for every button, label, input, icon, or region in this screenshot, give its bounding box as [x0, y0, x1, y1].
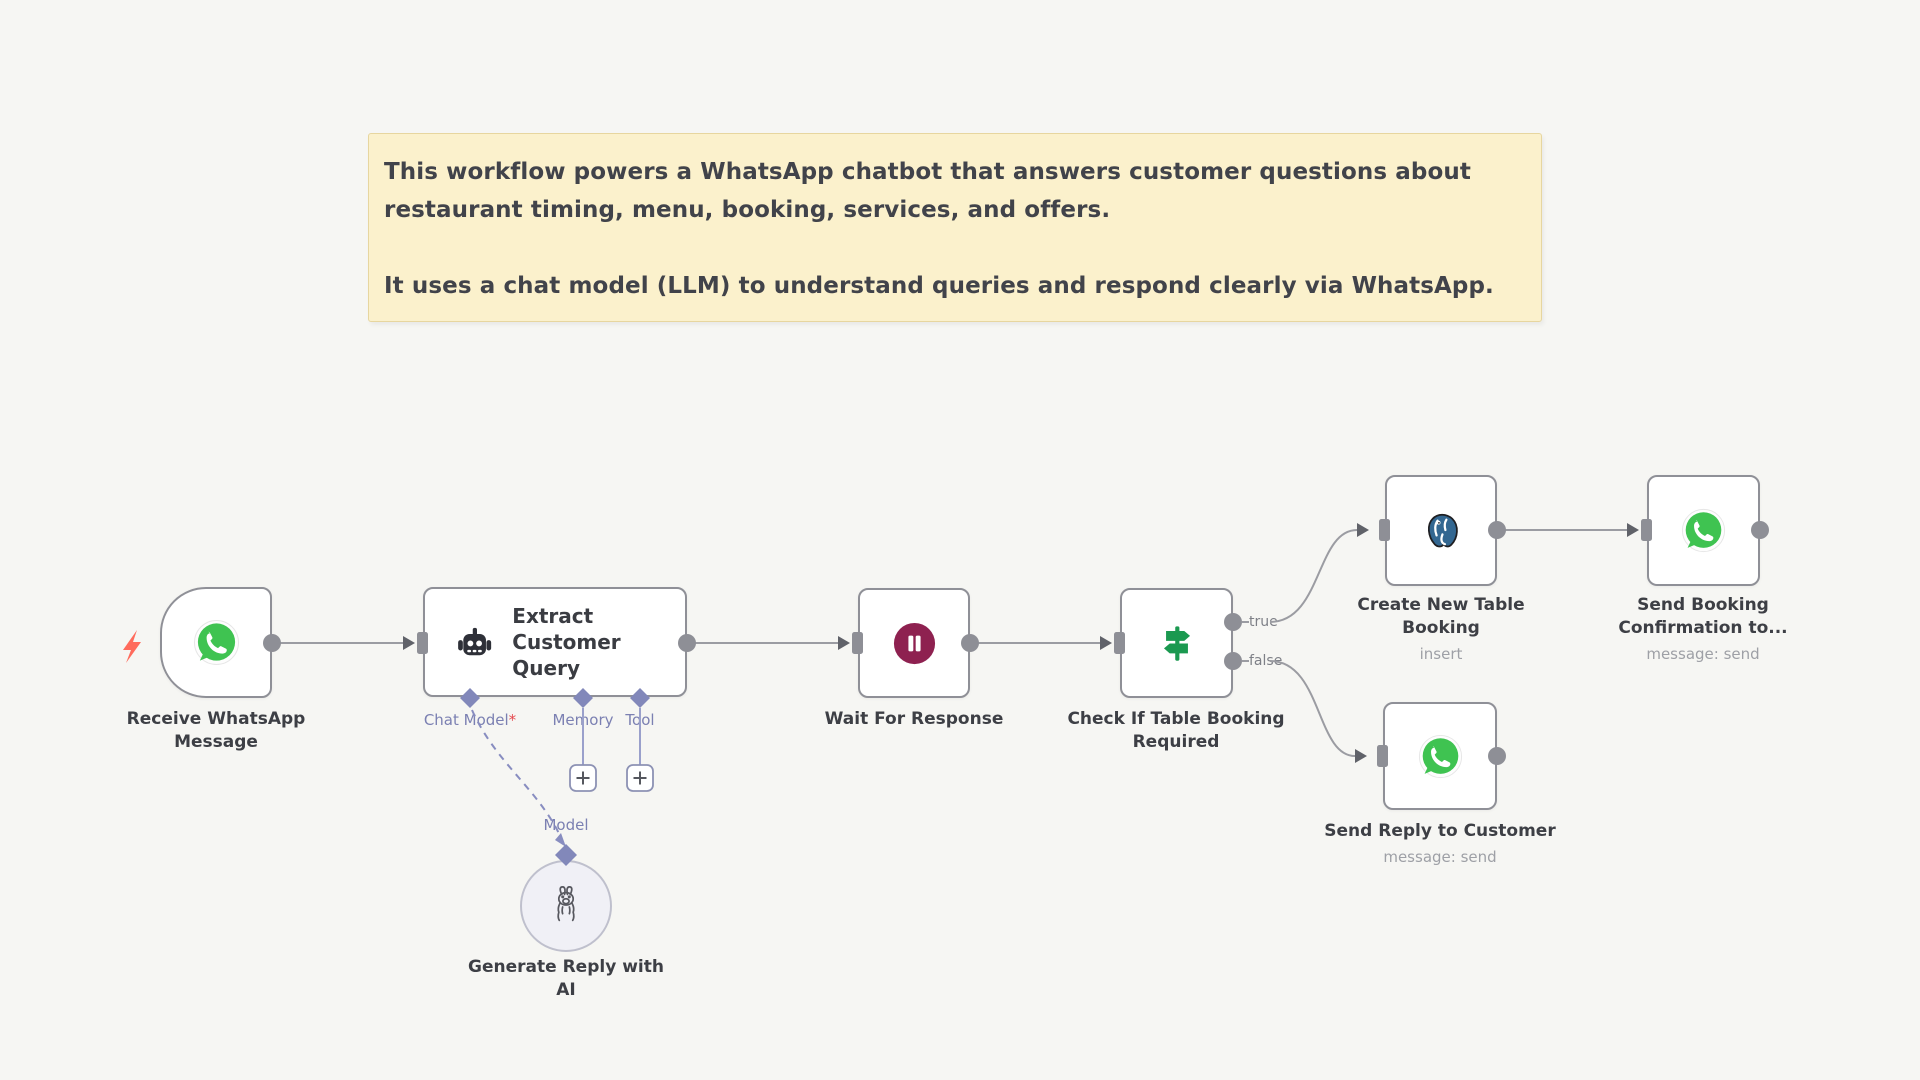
robot-icon	[458, 627, 492, 656]
operation-badge-insert: insert	[1419, 645, 1463, 663]
port-memory[interactable]	[573, 688, 593, 708]
required-asterisk: *	[508, 711, 517, 729]
output-port-sendreply[interactable]	[1488, 747, 1506, 765]
add-tool-button[interactable]	[626, 764, 654, 792]
output-port-wait[interactable]	[961, 634, 979, 652]
model-wire-arrowhead	[555, 833, 566, 847]
output-port-receive[interactable]	[263, 634, 281, 652]
output-port-extract[interactable]	[678, 634, 696, 652]
port-label-tool: Tool	[625, 711, 655, 729]
whatsapp-icon	[1418, 734, 1462, 778]
sticky-note-paragraph-2: It uses a chat model (LLM) to understand…	[384, 273, 1494, 299]
node-send-booking-confirmation[interactable]	[1647, 475, 1760, 586]
output-port-sendbooking[interactable]	[1751, 521, 1769, 539]
branch-label-true: true	[1249, 614, 1278, 630]
plus-icon	[576, 771, 590, 785]
node-generate-reply-with-ai[interactable]	[520, 860, 612, 952]
output-port-create[interactable]	[1488, 521, 1506, 539]
diamond-ports[interactable]	[460, 688, 650, 866]
whatsapp-icon	[193, 619, 239, 666]
port-model[interactable]	[555, 844, 577, 866]
port-chat-model[interactable]	[460, 688, 480, 708]
output-port-check-true[interactable]	[1224, 613, 1242, 631]
branch-label-false: false	[1249, 653, 1283, 669]
port-tool[interactable]	[630, 688, 650, 708]
postgres-icon	[1427, 513, 1458, 548]
sticky-note-paragraph-1: This workflow powers a WhatsApp chatbot …	[384, 159, 1471, 223]
add-memory-button[interactable]	[569, 764, 597, 792]
output-port-check-false[interactable]	[1224, 652, 1242, 670]
port-label-chat-model: Chat Model*	[423, 711, 517, 729]
node-receive-whatsapp-message[interactable]	[160, 587, 272, 698]
node-send-reply-to-customer[interactable]	[1383, 702, 1497, 810]
node-check-if-table-booking-required[interactable]	[1120, 588, 1233, 698]
whatsapp-icon	[1681, 508, 1726, 553]
port-label-model: Model	[543, 816, 589, 834]
label-send-reply-to-customer: Send Reply to Customer message: send	[1320, 820, 1560, 869]
signpost-icon	[1163, 626, 1190, 661]
label-wait-for-response: Wait For Response	[824, 709, 1004, 729]
pause-icon	[893, 622, 935, 664]
operation-badge-message-send: message: send	[1646, 645, 1760, 663]
lightning-bolt-icon	[123, 630, 141, 663]
output-ports[interactable]	[263, 521, 1769, 765]
plus-icon	[633, 771, 647, 785]
node-create-new-table-booking[interactable]	[1385, 475, 1497, 586]
node-wait-for-response[interactable]	[858, 588, 970, 698]
sticky-note[interactable]: This workflow powers a WhatsApp chatbot …	[368, 133, 1542, 322]
operation-badge-message-send: message: send	[1383, 848, 1497, 866]
node-extract-customer-query[interactable]: Extract Customer Query	[423, 587, 687, 697]
add-buttons[interactable]	[569, 764, 654, 792]
extract-node-title: Extract Customer Query	[512, 604, 621, 680]
llama-icon	[557, 885, 575, 922]
